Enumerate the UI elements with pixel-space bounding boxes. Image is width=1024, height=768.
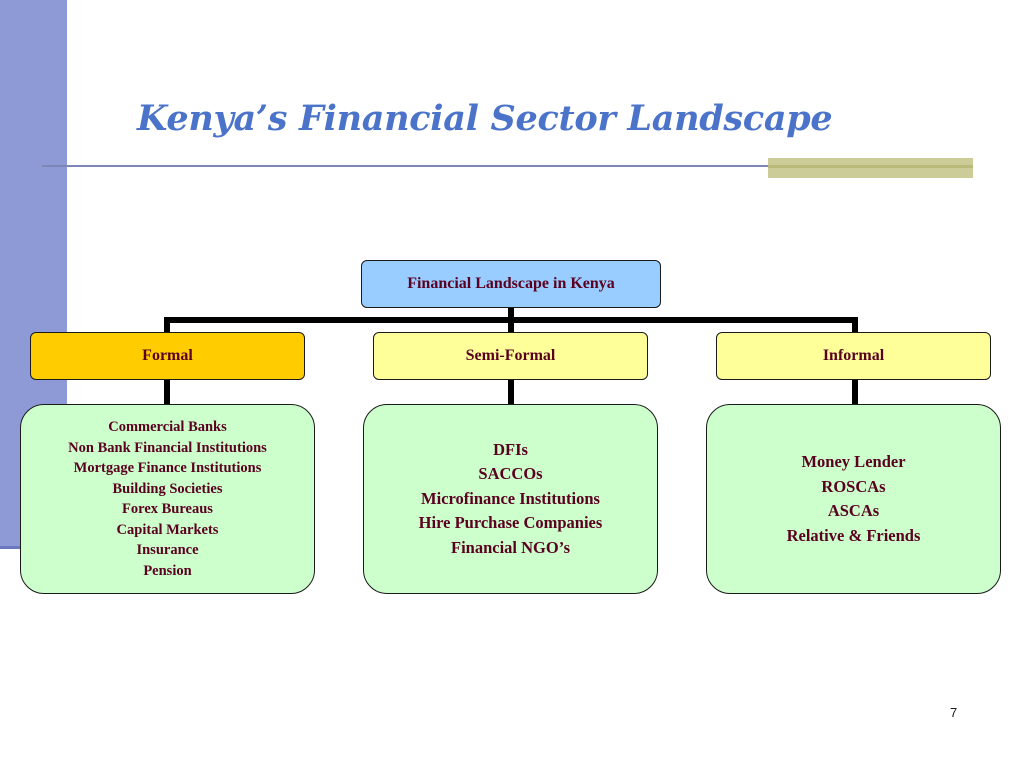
semi-formal-institutions-box: DFIs SACCOs Microfinance Institutions Hi… xyxy=(363,404,658,594)
list-item: Money Lender xyxy=(801,452,906,471)
list-item: SACCOs xyxy=(478,464,543,484)
list-item: Pension xyxy=(143,562,192,579)
title-underline xyxy=(42,165,782,167)
informal-institutions-box: Money Lender ROSCAs ASCAs Relative & Fri… xyxy=(706,404,1001,594)
category-formal: Formal xyxy=(30,332,305,380)
title-accent-line xyxy=(768,165,973,168)
list-item: Relative & Friends xyxy=(786,525,921,545)
list-item: Mortgage Finance Institutions xyxy=(73,460,262,476)
list-item: ROSCAs xyxy=(821,476,886,496)
root-node: Financial Landscape in Kenya xyxy=(361,260,661,308)
list-item: Microfinance Institutions xyxy=(421,488,600,508)
category-informal: Informal xyxy=(716,332,991,380)
list-item: Commercial Banks xyxy=(108,419,227,435)
slide-title: Kenya’s Financial Sector Landscape xyxy=(137,98,833,139)
list-item: Non Bank Financial Institutions xyxy=(68,439,267,456)
list-item: Capital Markets xyxy=(116,521,219,538)
list-item: Insurance xyxy=(136,542,199,558)
list-item: Financial NGO’s xyxy=(450,537,571,557)
list-item: Building Societies xyxy=(112,480,223,497)
category-semi-formal: Semi-Formal xyxy=(373,332,648,380)
list-item: Forex Bureaus xyxy=(122,501,213,517)
title-accent-bar xyxy=(768,158,973,178)
list-item: DFIs xyxy=(493,439,528,459)
list-item: Hire Purchase Companies xyxy=(418,513,603,533)
page-number: 7 xyxy=(950,705,958,720)
list-item: ASCAs xyxy=(827,501,880,520)
formal-institutions-box: Commercial Banks Non Bank Financial Inst… xyxy=(20,404,315,594)
